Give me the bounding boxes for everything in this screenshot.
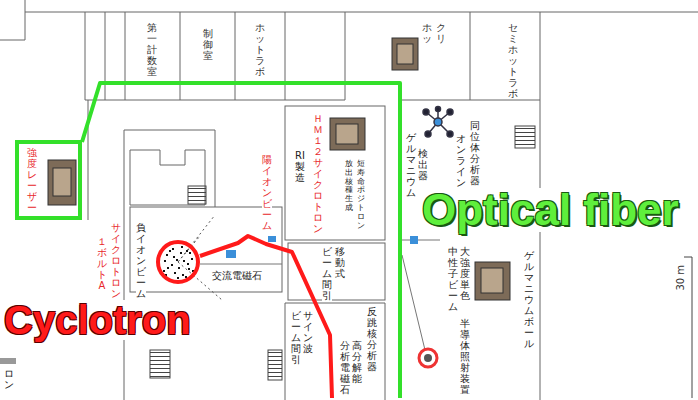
room-name: RI製造 (295, 150, 305, 183)
target-ring (419, 349, 437, 367)
room-name: クリ (436, 22, 446, 44)
separator-icon (447, 109, 453, 115)
equipment-label: 短寿命ポジトロン (357, 160, 365, 230)
equipment-label: 移動式 (335, 246, 345, 279)
machine-name: サイクロトロン (111, 222, 121, 299)
machine-title: Cyclotron (2, 300, 193, 340)
wall-block (0, 358, 16, 364)
target-ring (419, 349, 437, 367)
wall (130, 150, 205, 205)
stair-hatch (268, 350, 282, 380)
beam-line (200, 240, 440, 350)
wall (85, 12, 345, 100)
wall-block (0, 358, 16, 364)
wall (124, 130, 215, 400)
photo (392, 38, 418, 70)
beam-line (200, 264, 282, 265)
beam-name: 負イオンビーム (136, 222, 146, 299)
separator-icon (425, 131, 431, 137)
fiber-route (82, 83, 400, 398)
fiber-label: Optical fiber (420, 188, 681, 232)
cyclotron-circle: Cyclotron (156, 240, 200, 284)
separator-icon (436, 107, 441, 112)
equipment-label: オンライン (456, 133, 466, 188)
wall (285, 106, 385, 240)
separator-icon (447, 131, 453, 137)
wall (285, 303, 385, 400)
photo (48, 38, 510, 300)
equipment-label: 放出核種生成 (345, 160, 353, 213)
stair-hatch (515, 126, 535, 148)
photo (330, 118, 365, 150)
circle-outline (156, 240, 200, 284)
room-name: セミホットラボ (508, 22, 518, 99)
photo (481, 268, 503, 293)
photo (336, 124, 358, 144)
magnet (268, 236, 276, 242)
photo (48, 160, 76, 205)
photo (475, 262, 510, 300)
magnet (226, 250, 236, 258)
machine-name: １ボルトA (97, 236, 107, 291)
equipment-label: ビーム間引 (322, 246, 332, 301)
beam-line (402, 240, 440, 350)
equipment-label: ゲルマニウム (406, 132, 416, 198)
machine-name: ＨＭ１２サイクロトロン (313, 113, 323, 234)
stair-hatch (188, 186, 206, 204)
circle-outline (158, 242, 198, 282)
equipment-label: 分析電磁石 (340, 340, 350, 395)
equipment-label: サイン波 (303, 310, 313, 354)
separator-icon (434, 118, 442, 126)
cyclotron-dots (163, 246, 194, 279)
room-name: ホッ (422, 22, 432, 44)
separator-icon (423, 107, 453, 138)
target-ring (424, 354, 432, 362)
beam-path (178, 215, 222, 300)
magnet (410, 236, 418, 244)
equipment-label: 高分解能 (352, 340, 362, 384)
equipment-label: 同位体分析器 (470, 120, 480, 186)
equipment-label: 大強度単色 (460, 246, 470, 301)
separator-icon (423, 109, 429, 115)
equipment-label: ゲルマニウムボール (524, 250, 534, 349)
cyclotron-dots (163, 246, 194, 279)
wall (130, 207, 282, 292)
node-text: 強度レーザー (27, 147, 37, 213)
equipment-label: 半導体照射装置 (460, 318, 470, 395)
room-name: 制御室 (203, 28, 213, 61)
photo (53, 168, 71, 196)
scale-label: 30 m (675, 265, 687, 291)
equipment-label: 反跳核分析器 (367, 306, 377, 372)
room-name: 第一計数室 (147, 22, 157, 77)
magnet-name: 交流電磁石 (212, 270, 262, 282)
beam-path (178, 215, 222, 300)
laser-box: 強度レーザー (15, 140, 82, 220)
stair-hatch (150, 350, 170, 378)
equipment-label: 検出器 (418, 148, 428, 181)
equipment-label: ビーム間引 (291, 310, 301, 365)
beam-route (200, 236, 332, 398)
photo (397, 44, 413, 64)
beam-name: 陽イオンビーム (262, 154, 272, 231)
equipment-label: 中性子ビーム (448, 246, 458, 312)
room-name: ロン (4, 368, 14, 390)
room-name: ホットラボ (255, 22, 265, 77)
